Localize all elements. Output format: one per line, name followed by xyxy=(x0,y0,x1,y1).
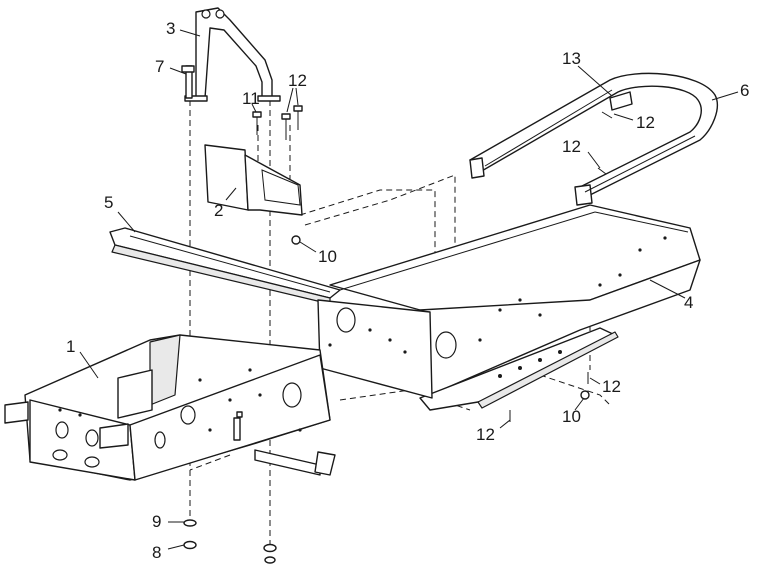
part-1-left-chassis xyxy=(4,334,336,481)
callout-12-bottom: 12 xyxy=(476,425,495,444)
callout-4: 4 xyxy=(684,293,693,312)
part-3-handle-tube xyxy=(184,7,281,102)
callout-11: 11 xyxy=(242,89,260,108)
callout-5: 5 xyxy=(104,193,113,212)
leader-lines xyxy=(79,29,739,550)
callout-1: 1 xyxy=(66,337,75,356)
callout-10-right: 10 xyxy=(562,407,581,426)
callout-12-top: 12 xyxy=(288,71,307,90)
callout-8: 8 xyxy=(152,543,161,562)
lower-step-rail xyxy=(419,327,619,411)
part-2-bracket xyxy=(204,144,303,216)
callout-3: 3 xyxy=(166,19,175,38)
part-13-clip xyxy=(609,91,633,111)
callout-6: 6 xyxy=(740,81,749,100)
callout-labels: 1 2 3 4 5 6 7 8 9 10 10 11 12 12 12 12 1… xyxy=(66,19,749,562)
hardware xyxy=(183,105,613,564)
part-7-pin xyxy=(181,65,195,99)
center-plate xyxy=(317,299,433,399)
part-5-upper-rail xyxy=(109,227,341,305)
callout-12-handle-mid: 12 xyxy=(562,137,581,156)
part-6-u-handle xyxy=(469,72,718,206)
callout-12-handle-top: 12 xyxy=(636,113,655,132)
callout-2: 2 xyxy=(214,201,223,220)
callout-12-right-lower: 12 xyxy=(602,377,621,396)
callout-10-center: 10 xyxy=(318,247,337,266)
callout-13: 13 xyxy=(562,49,581,68)
callout-9: 9 xyxy=(152,512,161,531)
callout-7: 7 xyxy=(155,57,164,76)
